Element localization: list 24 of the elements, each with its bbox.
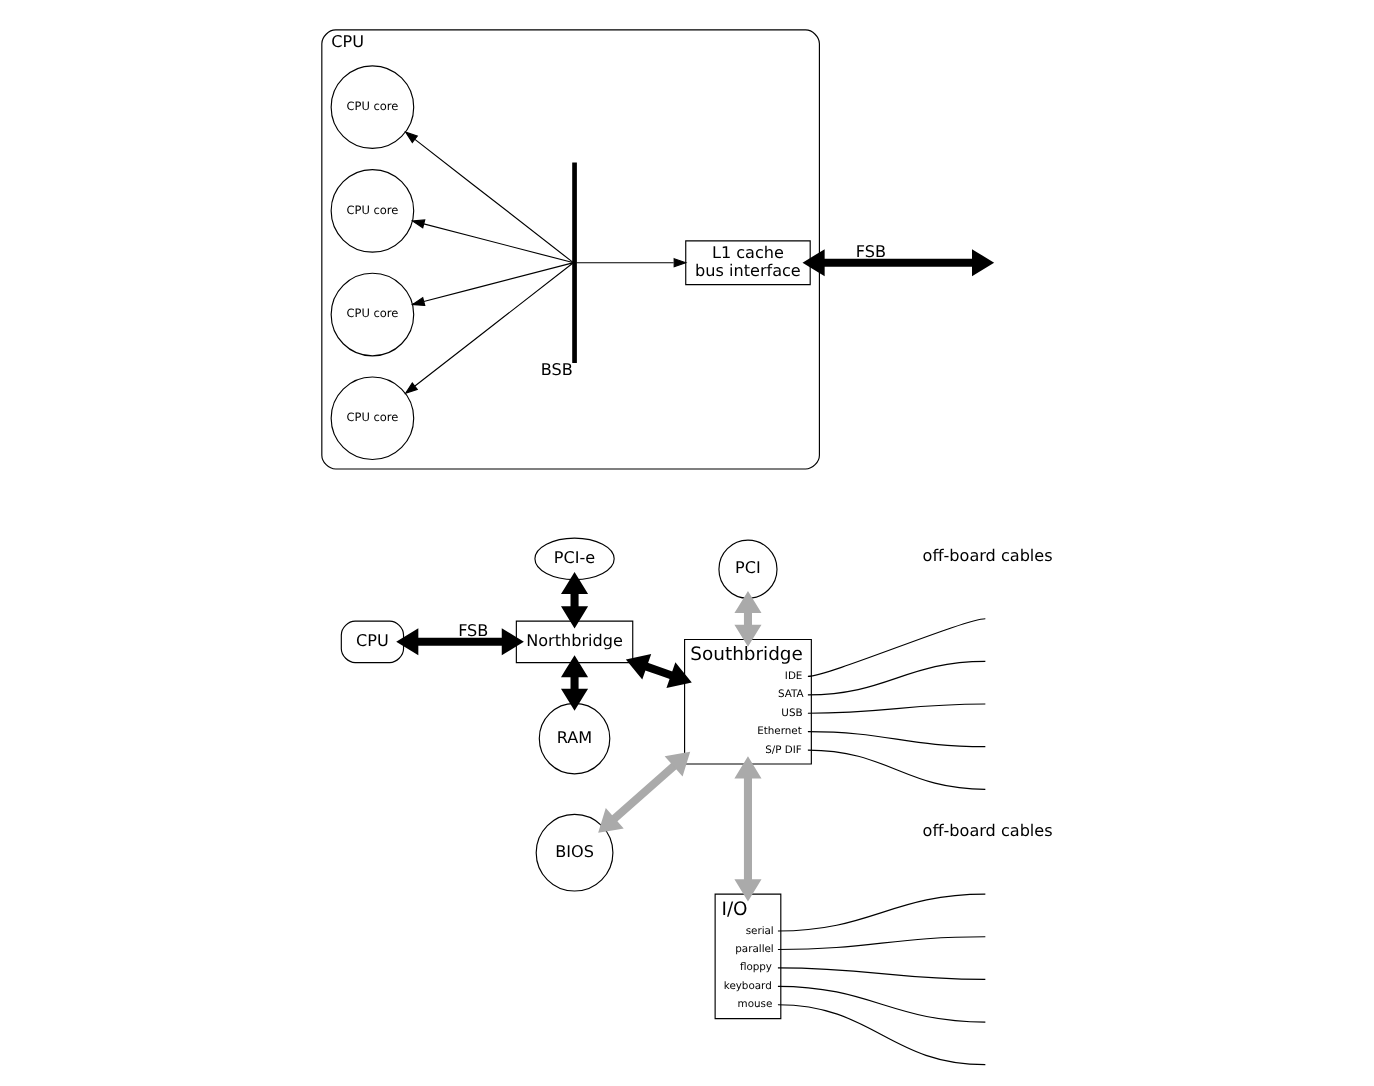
arrow: [561, 655, 589, 711]
arrow: [598, 751, 691, 833]
arrow: [734, 756, 762, 902]
connector: [807, 703, 986, 714]
arrow: [410, 262, 574, 307]
arrow: [575, 257, 688, 268]
node-bar: [572, 162, 577, 363]
connector: [777, 1004, 986, 1066]
connector: [777, 967, 986, 980]
connector: [777, 893, 986, 932]
arrow: [561, 571, 589, 629]
arrow: [404, 262, 574, 395]
arrow: [410, 219, 574, 264]
arrow: [802, 249, 995, 277]
connector: [807, 618, 986, 677]
arrow: [396, 628, 524, 656]
connector: [777, 985, 986, 1023]
connector: [807, 660, 986, 696]
arrow: [734, 590, 762, 647]
arrow: [625, 653, 692, 688]
connector: [807, 731, 986, 748]
arrow: [404, 131, 574, 263]
connector: [807, 749, 986, 790]
connector: [777, 936, 986, 951]
